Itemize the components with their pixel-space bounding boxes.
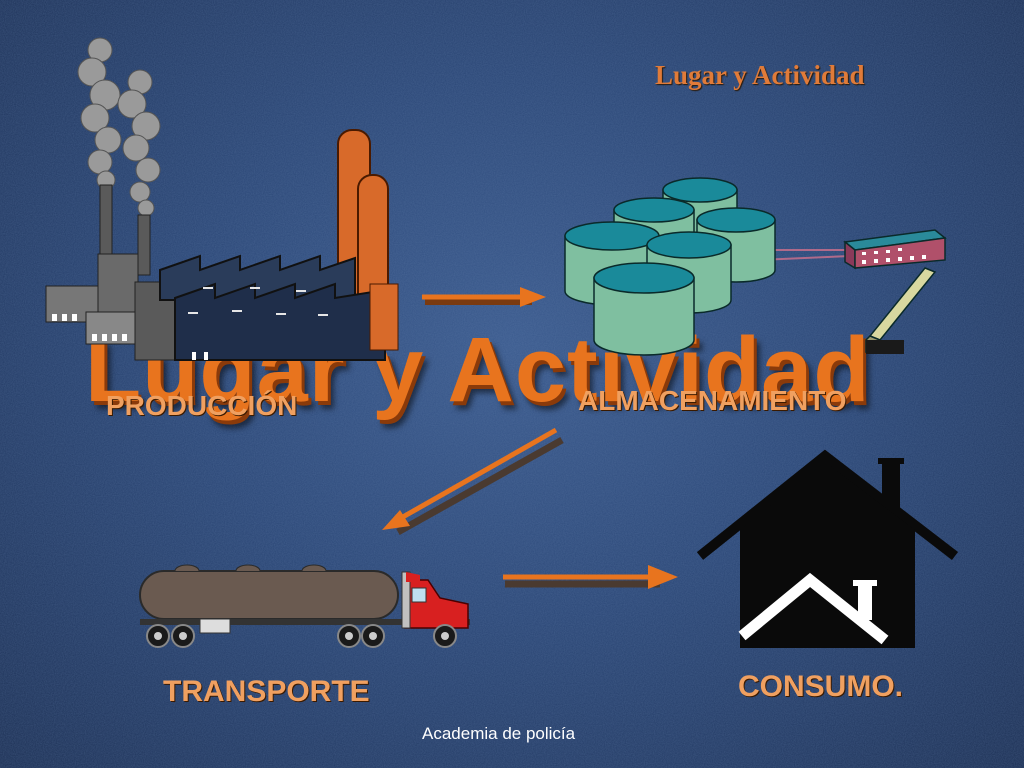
storage-tanks-icon [564, 177, 947, 356]
tanker-truck-icon [139, 564, 470, 648]
label-transport: TRANSPORTE [163, 675, 370, 708]
house-icon [696, 449, 959, 648]
factory-icon [45, 37, 399, 361]
label-storage: ALMACENAMIENTO [578, 385, 847, 416]
label-consumption: CONSUMO. [738, 670, 903, 703]
arrow-transport-to-consumption [503, 565, 678, 589]
footer-text: Academia de policía [422, 724, 576, 743]
label-production: PRODUCCIÓN [106, 390, 298, 421]
slide-title: Lugar y Actividad [655, 60, 865, 90]
arrow-storage-to-transport [382, 427, 564, 536]
arrow-production-to-storage [422, 287, 546, 307]
